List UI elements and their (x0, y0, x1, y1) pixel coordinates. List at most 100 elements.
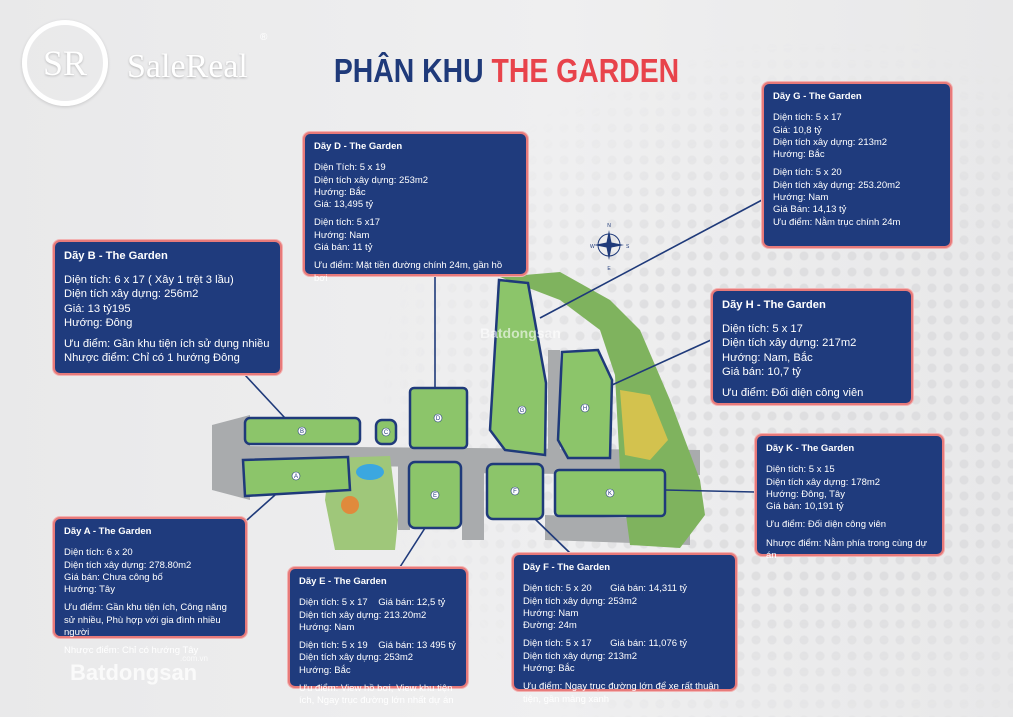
box-detail-line: Hướng: Bắc (773, 149, 825, 161)
box-detail-group: Nhược điểm: Chỉ có hướng Tây (64, 645, 236, 657)
compass-w: W (590, 244, 595, 250)
watermark-domain: .com.vn (180, 654, 209, 663)
box-detail-line: Diện tích xây dựng: 256m2 (64, 288, 199, 300)
lot-blocks (241, 278, 667, 530)
block-label-marker (291, 471, 301, 481)
box-detail-line: Giá bán: 10,7 tỷ (722, 366, 801, 378)
swimming-pool (356, 464, 384, 480)
box-detail-line: Diện tích: 5 x 20 (773, 167, 842, 179)
box-detail-line: Hướng: Bắc (299, 664, 351, 676)
box-detail-line: Diện tích: 5 x 17 (773, 112, 842, 124)
box-detail-line: Hướng: Đông, Tây (766, 488, 845, 500)
box-detail-line: Nhược điểm: Chỉ có hướng Tây (64, 645, 199, 657)
box-detail-line: Hướng: Nam (314, 229, 370, 241)
box-detail-line: Ưu điểm: Gần khu tiện ích, Công năng sử … (64, 602, 230, 639)
block-label-k: K (608, 491, 612, 497)
box-detail-line: Ưu điểm: Ngay trục đường lớn để xe rất t… (523, 681, 722, 705)
block-label-c: C (384, 430, 389, 436)
box-detail-line: Diện tích xây dựng: 178m2 (766, 476, 881, 488)
box-detail-line: Giá bán: 11 tỷ (314, 242, 373, 254)
block-label-marker (381, 427, 391, 437)
box-detail-line: Diện tích: 5 x 20 Giá bán: 14,311 tỷ (523, 583, 688, 595)
box-detail-line: Ưu điểm: Đối diện công viên (722, 386, 864, 399)
box-detail-line: Hướng: Bắc (314, 186, 366, 198)
block-label-marker (517, 405, 527, 415)
box-detail-group: Ưu điểm: Gần khu tiện ích, Công năng sử … (64, 602, 236, 639)
block-label-marker (430, 490, 440, 500)
box-detail-group: Nhược điểm: Nằm phía trong cùng dự án (766, 538, 933, 563)
box-detail-line: Diện tích xây dựng: 217m2 (722, 337, 857, 349)
box-title: Dãy F - The Garden (523, 562, 611, 573)
box-detail-line: Giá Bán: 14,13 tỷ (773, 204, 847, 216)
box-detail-group: Ưu điểm: Mặt tiền đường chính 24m, gần h… (314, 260, 517, 285)
box-detail-line: Diện tích: 5 x 17 (722, 322, 803, 335)
watermark-name: Batdongsan (70, 660, 198, 685)
connector-lines (244, 199, 763, 568)
box-title: Dãy A - The Garden (64, 526, 152, 537)
watermark-bottom: Batdongsan .com.vn (70, 654, 208, 686)
block-label-marker (605, 488, 615, 498)
box-detail-line: Diện tích xây dựng: 253.20m2 (773, 179, 901, 191)
salereal-logo: SR SaleReal ® (22, 14, 292, 114)
box-detail-line: Diện tích xây dựng: 213m2 (773, 136, 888, 148)
box-detail-line: Diện tích: 5 x 19 Giá bán: 13 495 tỷ (299, 640, 456, 652)
box-detail-line: Giá bán: 10,191 tỷ (766, 501, 844, 513)
block-label-h: H (583, 406, 587, 412)
box-detail-line: Nhược điểm: Chỉ có 1 hướng Đông (64, 352, 240, 364)
box-detail-line: Ưu điểm: Đối diện công viên (766, 519, 887, 531)
box-title: Dãy D - The Garden (314, 141, 403, 152)
box-detail-group: Ưu điểm: View hồ bơi, View khu tiện ích,… (299, 683, 457, 708)
block-label-g: G (520, 408, 525, 414)
box-detail-line: Diện tích xây dựng: 253m2 (314, 174, 429, 186)
box-detail-line: Hướng: Đông (64, 317, 133, 329)
box-title: Dãy H - The Garden (722, 299, 826, 311)
park-playground (620, 390, 668, 460)
compass-rose: W E N S (590, 223, 630, 272)
block-label-f: F (513, 489, 517, 495)
block-label-e: E (433, 493, 437, 499)
registered-mark: ® (260, 32, 268, 43)
block-g (488, 278, 548, 457)
box-detail-line: Hướng: Tây (64, 584, 115, 596)
box-detail-line: Giá bán: Chưa công bố (64, 571, 163, 583)
block-label-marker (580, 403, 590, 413)
box-detail-line: Diện tích: 5 x 15 (766, 464, 835, 476)
box-detail-line: Ưu điểm: Gần khu tiện ích sử dụng nhiều (64, 337, 270, 350)
box-detail-line: Diện Tích: 5 x 19 (314, 162, 386, 174)
box-detail-line: Diện tích: 6 x 20 (64, 547, 133, 559)
box-detail-line: Diện tích: 5 x 17 Giá bán: 12,5 tỷ (299, 597, 446, 609)
box-detail-line: Diện tích xây dựng: 213m2 (523, 650, 638, 662)
box-title: Dãy K - The Garden (766, 443, 855, 454)
box-detail-line: Diện tích: 5 x17 (314, 217, 381, 229)
box-detail-line: Diện tích xây dựng: 213.20m2 (299, 609, 427, 621)
title-part-1: PHÂN KHU (333, 52, 484, 89)
box-detail-line: Đường: 24m (523, 620, 577, 632)
compass-n: N (607, 223, 611, 229)
box-detail-line: Diện tích xây dựng: 253m2 (523, 595, 638, 607)
box-detail-line: Ưu điểm: Nằm trục chính 24m (773, 216, 901, 228)
box-detail-line: Giá: 13 tỷ195 (64, 302, 131, 315)
box-detail-line: Hướng: Bắc (523, 663, 575, 675)
box-detail-line: Ưu điểm: Mặt tiền đường chính 24m, gần h… (314, 260, 505, 284)
amenity-orange (341, 496, 359, 514)
box-detail-group: Ưu điểm: Đối diện công viên (722, 386, 902, 401)
box-detail-line: Diện tích xây dựng: 278.80m2 (64, 559, 192, 571)
watermark-map: Batdongsan (480, 325, 561, 341)
compass-s: S (626, 244, 630, 250)
box-title: Dãy G - The Garden (773, 91, 862, 102)
box-detail-group: Ưu điểm: Đối diện công viên (766, 519, 933, 531)
